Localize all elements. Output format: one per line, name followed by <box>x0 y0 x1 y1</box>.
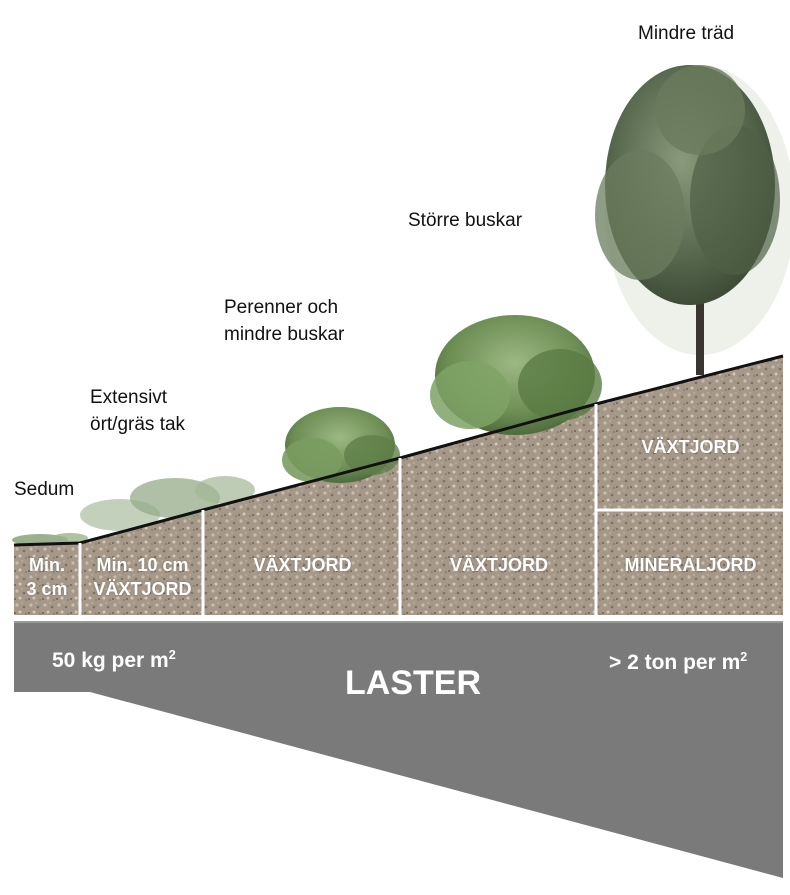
label-sedum: Sedum <box>14 479 75 500</box>
label-extensive-line2: ört/gräs tak <box>90 414 186 435</box>
load-right-value: > 2 ton per m2 <box>609 650 747 675</box>
sedum-vegetation <box>12 533 88 546</box>
soil-label-vaxtjord-2: VÄXTJORD <box>449 555 548 575</box>
perennial-bush <box>282 407 400 483</box>
label-perennials: Perenner och mindre buskar <box>224 294 344 348</box>
soil-label-min10-line1: Min. 10 cm <box>96 555 189 575</box>
soil-label-vaxtjord-3: VÄXTJORD <box>641 437 740 457</box>
label-perennials-line1: Perenner och <box>224 297 339 318</box>
large-shrub <box>430 315 602 435</box>
grass-vegetation <box>80 476 255 531</box>
roof-line <box>13 354 784 547</box>
soil-label-vaxtjord-1: VÄXTJORD <box>253 555 352 575</box>
soil-label-mineraljord: MINERALJORD <box>624 555 757 575</box>
label-extensive-roof: Extensivt ört/gräs tak <box>90 384 185 438</box>
load-title: LASTER <box>345 664 481 702</box>
soil-label-min3: Min. 3 cm <box>14 553 80 601</box>
small-tree <box>595 65 790 375</box>
soil-label-min10: Min. 10 cm VÄXTJORD <box>82 553 203 601</box>
soil-label-min10-line2: VÄXTJORD <box>93 579 192 599</box>
label-perennials-line2: mindre buskar <box>224 324 345 345</box>
load-right-sup: 2 <box>740 650 748 664</box>
load-left-text: 50 kg per m <box>52 649 169 672</box>
load-left-value: 50 kg per m2 <box>52 648 176 673</box>
load-right-text: > 2 ton per m <box>609 651 741 674</box>
soil-label-min3-line2: 3 cm <box>26 579 68 599</box>
label-extensive-line1: Extensivt <box>90 387 168 408</box>
label-small-trees: Mindre träd <box>638 23 735 44</box>
label-large-shrubs: Större buskar <box>408 210 523 231</box>
load-bar <box>14 622 783 878</box>
load-left-sup: 2 <box>168 648 176 662</box>
soil-label-min3-line1: Min. <box>29 555 65 575</box>
section-dividers <box>78 404 783 615</box>
